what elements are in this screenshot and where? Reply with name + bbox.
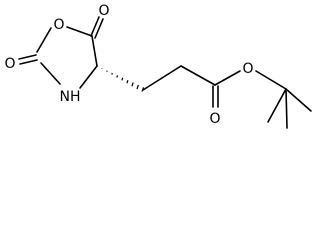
bond-c5-o-double-a — [90, 16, 100, 37]
bond-n3-c4 — [79, 65, 98, 89]
atom-labels: O O O NH O O — [4, 3, 253, 127]
bond-o1-c2 — [36, 27, 52, 53]
bond-carbonyl-ester-o — [214, 70, 241, 86]
bond-c2-n3 — [40, 62, 61, 85]
bond-c5-o-double-b — [94, 18, 104, 39]
atom-ring-nitrogen: NH — [60, 89, 81, 105]
stereo-hashed-bond — [97, 66, 145, 92]
bond-tbu-methyl-left — [267, 88, 287, 123]
atom-ester-carbonyl-oxygen: O — [209, 111, 220, 127]
bonds — [18, 16, 312, 129]
chemical-structure: O O O NH O O — [4, 3, 312, 129]
bond-ch2-carbonyl — [180, 65, 216, 86]
atom-carbonyl-oxygen-top: O — [98, 3, 109, 19]
bond-tbu-methyl-up — [285, 88, 288, 129]
bond-c5-o1 — [66, 26, 93, 37]
bond-c2-o-double-a — [18, 54, 37, 60]
bond-ch2-ch2 — [142, 65, 182, 91]
bond-ester-o-tbu — [255, 70, 287, 90]
bond-tbu-methyl-right — [285, 88, 312, 112]
atom-carbonyl-oxygen-left: O — [4, 56, 15, 72]
bond-c4-c5 — [91, 35, 98, 67]
atom-ester-oxygen: O — [242, 61, 253, 77]
atom-ring-oxygen: O — [53, 17, 64, 33]
bond-c2-o-double-b — [19, 59, 38, 65]
